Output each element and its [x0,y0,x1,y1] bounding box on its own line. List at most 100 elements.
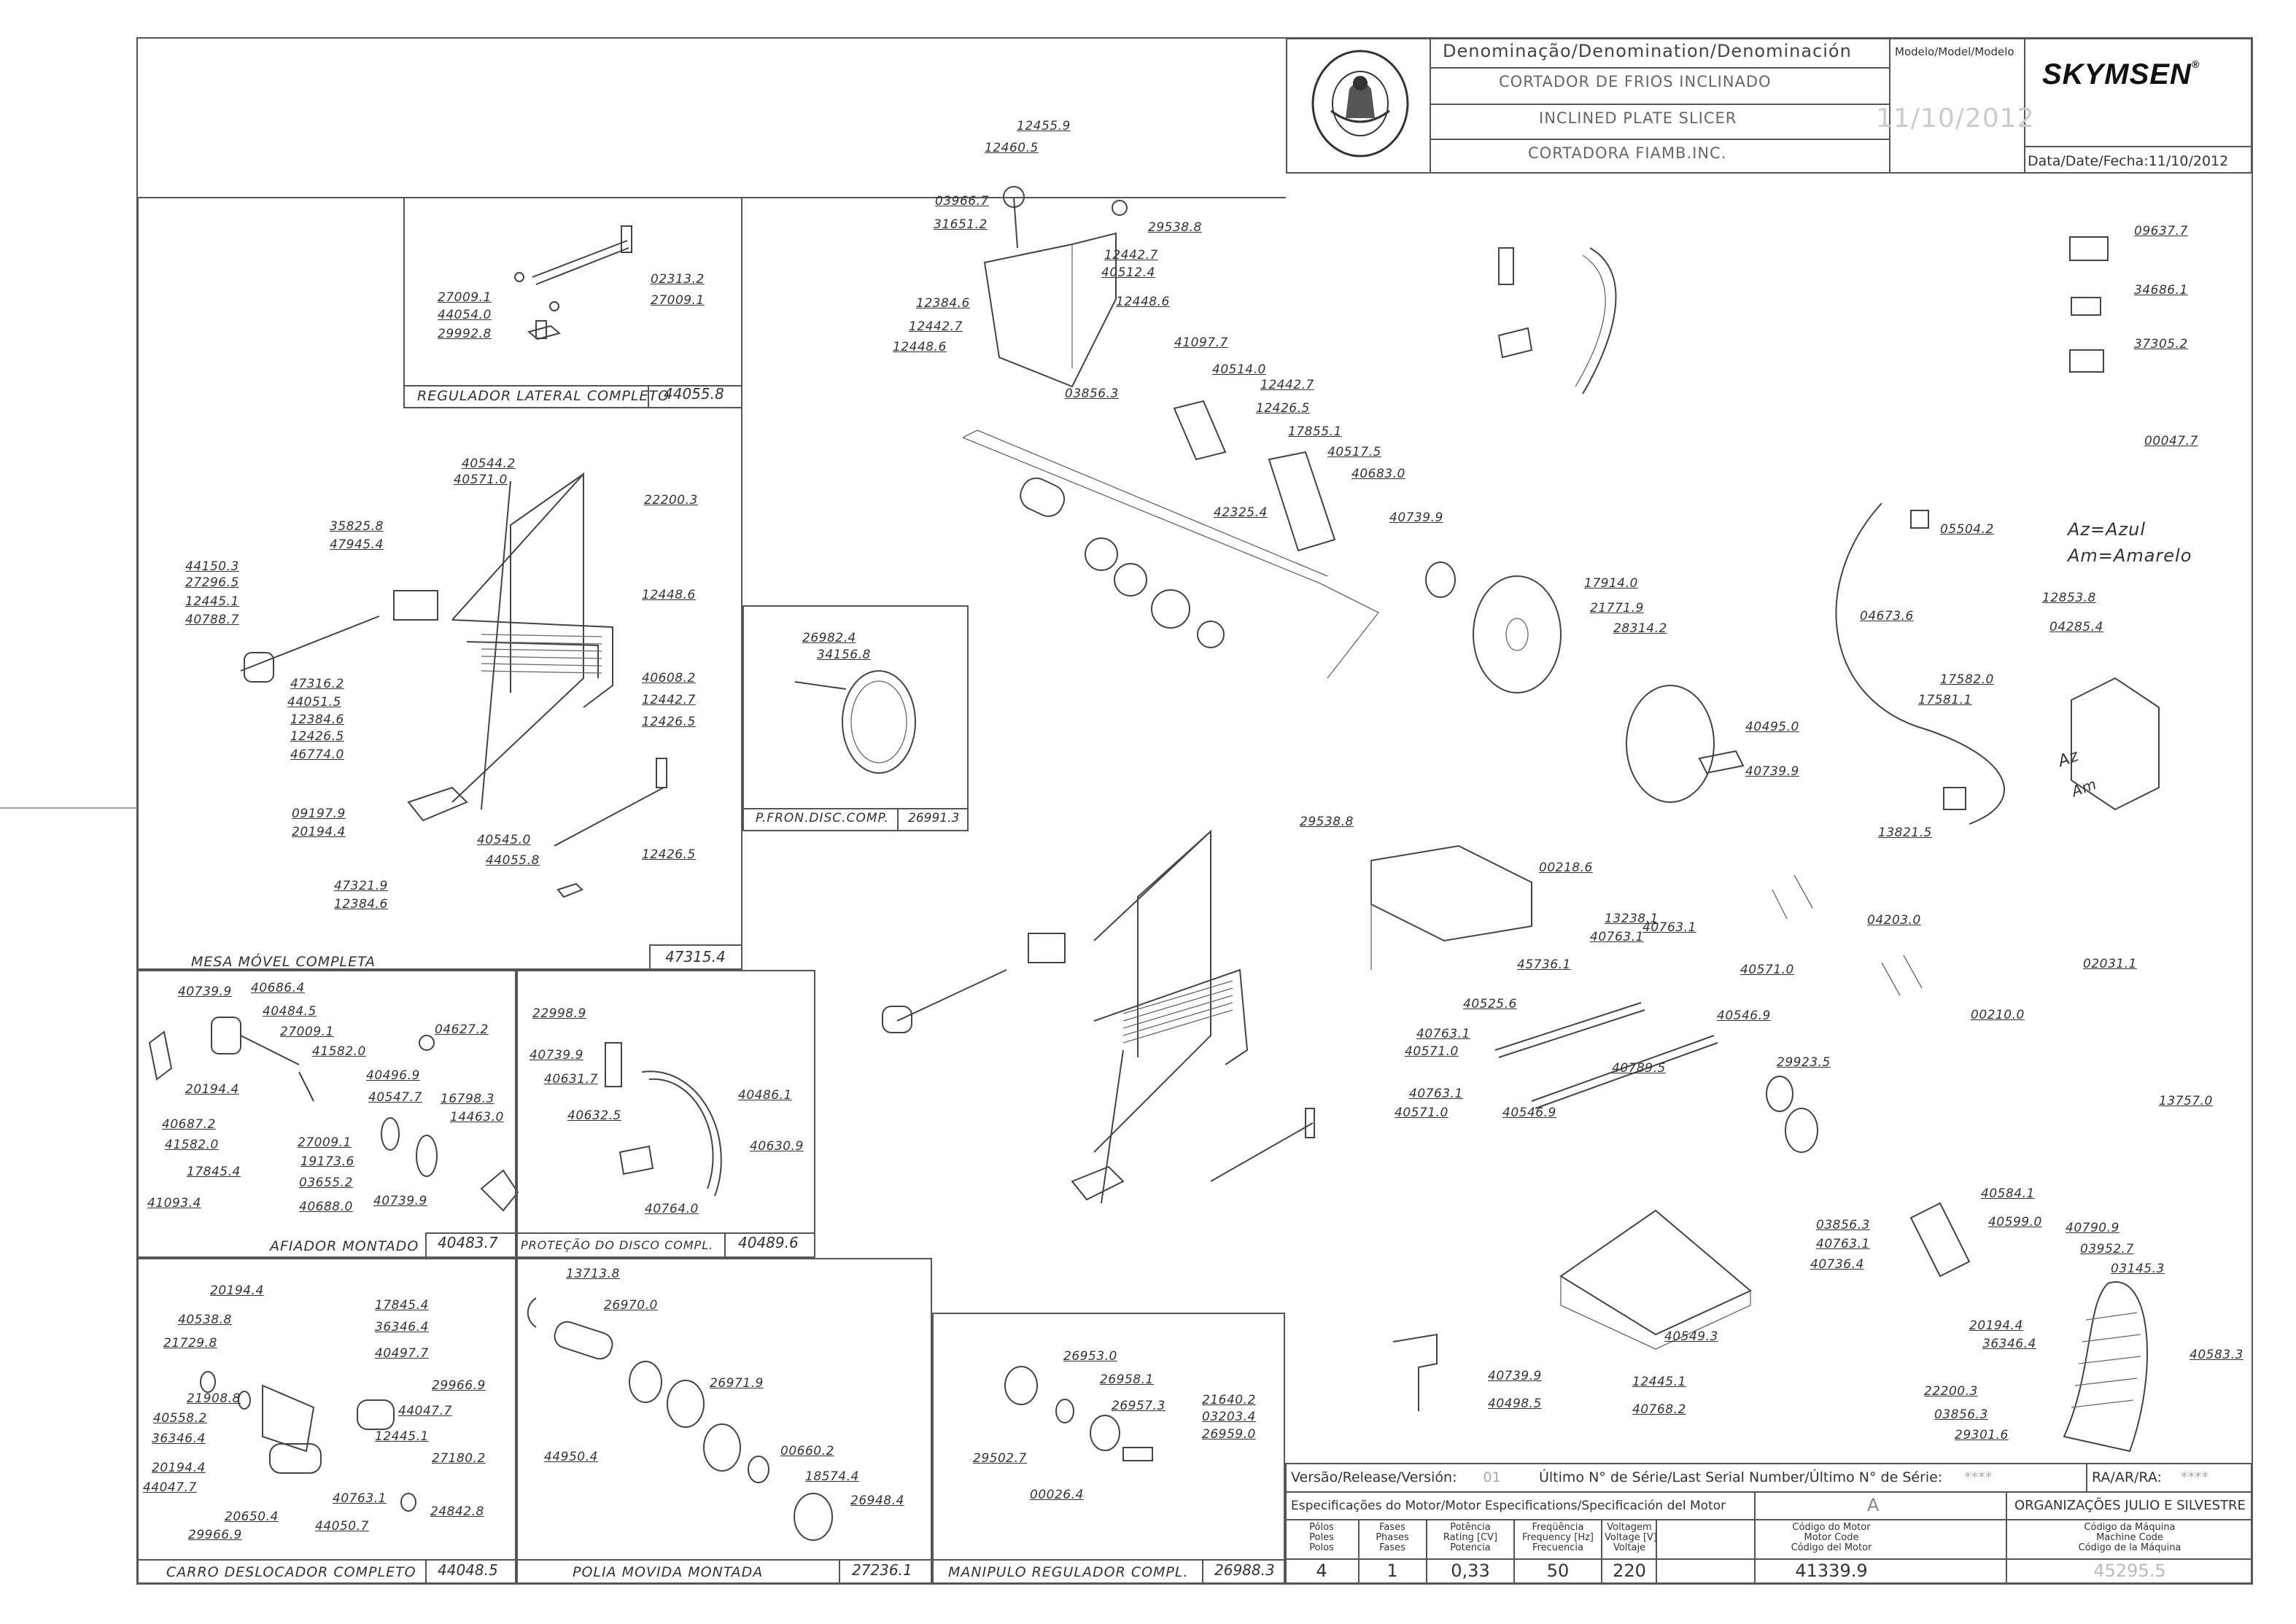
part-label: 16798.3 [441,1092,495,1106]
part-label: 13238.1 [1605,912,1659,926]
part-label: 05504.2 [1940,522,1994,537]
caption-regulador: REGULADOR LATERAL COMPLETO [417,388,670,404]
name-pt: CORTADOR DE FRIOS INCLINADO [1499,73,1772,90]
carro-box [137,1258,516,1584]
part-label: 36346.4 [1982,1337,2036,1351]
spec-table [1285,1463,2252,1584]
part-label: 20650.4 [225,1510,279,1524]
part-label: 13757.0 [2159,1094,2213,1108]
skymsen-logo: SKYMSEN® [2042,58,2200,90]
rating-value: 0,33 [1451,1561,1490,1581]
part-label: 40583.3 [2190,1348,2243,1362]
part-label: 04627.2 [435,1022,489,1037]
part-label: 00047.7 [2144,434,2198,448]
code-manipulo: 26988.3 [1214,1561,1275,1579]
part-label: 29966.9 [432,1378,486,1393]
part-label: 14463.0 [450,1110,504,1124]
part-label: 47945.4 [330,537,384,552]
part-label: 31651.2 [934,217,988,232]
part-label: 20194.4 [185,1082,239,1097]
part-label: 44055.8 [486,853,540,868]
manipulo-drawing [1004,1366,1153,1461]
part-label: 12442.7 [909,319,963,334]
part-label: 40498.5 [1488,1396,1542,1411]
part-label: 40608.2 [642,671,696,685]
part-label: 12445.1 [375,1429,429,1444]
caption-afiador: AFIADOR MONTADO [270,1238,419,1254]
part-label: 40538.8 [178,1313,232,1327]
phases-value: 1 [1386,1561,1398,1581]
voltage-header: Voltagem Voltage [V] Voltaje [1605,1522,1657,1553]
code-afiador: 40483.7 [438,1234,498,1251]
part-label: 40631.7 [544,1072,598,1087]
model-header: Modelo/Model/Modelo [1895,45,2014,58]
part-label: 27180.2 [432,1451,486,1466]
part-label: 40788.7 [185,613,239,627]
part-label: 26971.9 [710,1376,764,1391]
part-label: 40571.0 [1740,963,1794,977]
part-label: 26970.0 [604,1298,658,1313]
part-label: 09637.7 [2134,224,2188,238]
serial-label: Último N° de Série/Last Serial Number/Úl… [1539,1469,1943,1485]
part-label: 44950.4 [544,1450,598,1464]
part-label: 40763.1 [333,1491,387,1506]
ra-field: RA/AR/RA: **** [2092,1469,2208,1485]
part-label: 12442.7 [642,693,696,707]
part-label: 40547.7 [368,1090,422,1105]
part-label: 29538.8 [1300,815,1354,829]
part-label: 40549.3 [1664,1329,1718,1344]
part-label: 44047.7 [398,1404,452,1418]
part-label: 40763.1 [1643,920,1696,935]
mesa-movel-box [137,197,742,970]
company-name: ORGANIZAÇÕES JULIO E SILVESTRE [2014,1498,2246,1513]
part-label: 40739.9 [1389,510,1443,525]
part-label: 40558.2 [153,1411,207,1426]
part-label: 40763.1 [1409,1087,1463,1101]
part-label: 36346.4 [152,1431,206,1446]
part-label: 40739.9 [530,1048,583,1062]
part-label: 40739.9 [178,984,232,999]
part-label: 04673.6 [1860,609,1914,623]
part-label: 21908.8 [187,1391,241,1406]
denomination-header: Denominação/Denomination/Denominación [1443,41,1852,61]
part-label: 40497.7 [375,1346,429,1361]
part-label: 18574.4 [805,1469,859,1484]
regulador-lateral-drawing [514,225,632,341]
part-label: 40739.9 [1745,764,1799,779]
part-label: 40683.0 [1351,467,1405,481]
ra-label: RA/AR/RA: [2092,1469,2162,1485]
part-label: 29923.5 [1777,1055,1831,1070]
part-label: 28314.2 [1613,621,1667,636]
motor-code-header: Código do Motor Motor Code Código del Mo… [1791,1522,1872,1553]
part-label: 17845.4 [187,1165,241,1179]
part-label: 04285.4 [2049,620,2103,634]
part-label: 40739.9 [1488,1369,1542,1383]
code-carro: 44048.5 [438,1561,498,1579]
serial-field: Último N° de Série/Last Serial Number/Úl… [1539,1469,1992,1485]
part-label: 44150.3 [185,559,239,574]
machine-code-value: 45295.5 [2093,1561,2166,1581]
part-label: 40763.1 [1416,1027,1470,1041]
part-label: 40768.2 [1632,1402,1686,1417]
part-label: 19173.6 [300,1154,354,1169]
part-label: 12426.5 [642,715,696,729]
legend-azul: Az=Azul [2068,519,2146,540]
part-label: 03952.7 [2080,1242,2134,1256]
part-label: 03145.3 [2111,1262,2165,1276]
part-label: 29538.8 [1148,220,1202,235]
afiador-box [137,970,516,1258]
date-label: Data/Date/Fecha: [2028,153,2149,169]
part-label: 09197.9 [292,807,346,821]
part-label: 44050.7 [315,1519,369,1534]
part-label: 40630.9 [750,1139,804,1154]
part-label: 40525.6 [1463,997,1517,1011]
part-label: 29992.8 [438,327,492,341]
part-label: 22998.9 [532,1006,586,1021]
part-label: 02031.1 [2083,957,2137,971]
part-label: 47316.2 [290,677,344,691]
part-label: 03856.3 [1065,386,1119,401]
main-body-drawing [882,829,2148,1453]
part-label: 22200.3 [1924,1384,1978,1399]
part-label: 26948.4 [850,1493,904,1508]
